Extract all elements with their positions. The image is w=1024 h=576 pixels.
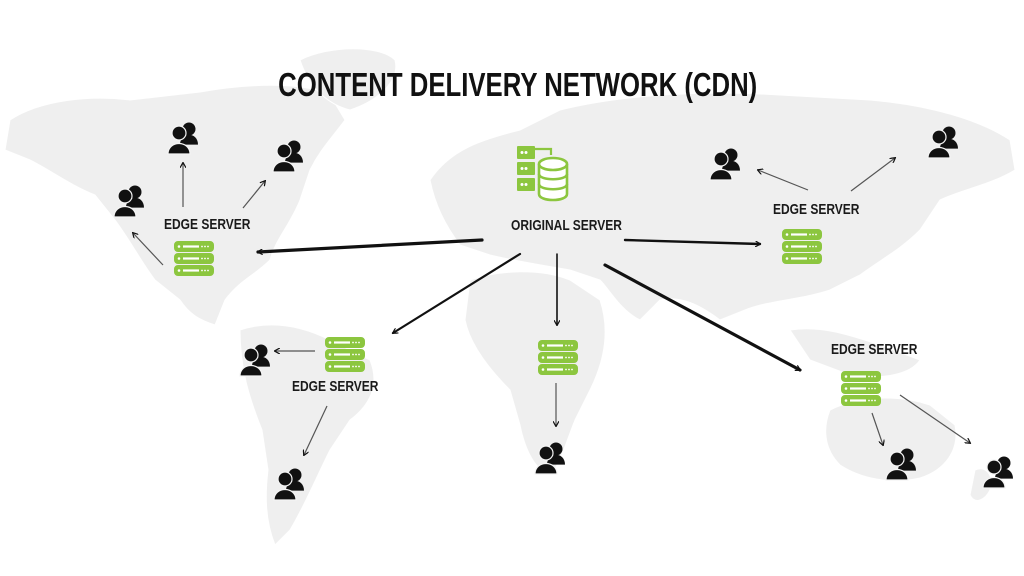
origin-server-label: ORIGINAL SERVER [511, 217, 622, 234]
world-map [4, 48, 1016, 546]
server-rack-icon-africa [538, 340, 578, 375]
edge-server-label-oceania: EDGE SERVER [831, 341, 918, 358]
edge-server-label-south-america: EDGE SERVER [292, 378, 379, 395]
arrow-sa-south [304, 405, 328, 455]
map-new-zealand [969, 468, 992, 501]
map-australia [825, 397, 957, 482]
arrow-to-oceania [603, 263, 800, 372]
server-rack-icon-north-america [174, 241, 214, 276]
arrow-na-northeast [242, 181, 265, 209]
map-europe-asia [429, 92, 1016, 321]
edge-arrows [133, 158, 970, 455]
arrow-to-north-america [256, 238, 484, 252]
arrow-asia-northeast [850, 158, 895, 192]
edge-server-label-north-america: EDGE SERVER [164, 216, 251, 233]
arrow-asia-west [758, 170, 809, 191]
server-database-icon [517, 146, 569, 202]
server-rack-icon-oceania [841, 371, 881, 406]
server-rack-icon-south-america [325, 337, 365, 372]
arrow-oc-south [871, 412, 883, 445]
edge-server-label-asia: EDGE SERVER [773, 201, 860, 218]
arrow-to-south-america [393, 252, 522, 335]
origin-arrows [256, 238, 800, 372]
arrow-to-asia [623, 238, 760, 244]
arrow-oc-southeast [899, 394, 970, 443]
map-north-america [4, 84, 346, 326]
map-south-america [239, 324, 375, 546]
server-rack-icon-asia [782, 229, 822, 264]
arrow-na-west [133, 233, 164, 266]
diagram-title: CONTENT DELIVERY NETWORK (CDN) [278, 66, 758, 103]
map-africa [464, 271, 606, 476]
map-greenland [299, 48, 397, 111]
